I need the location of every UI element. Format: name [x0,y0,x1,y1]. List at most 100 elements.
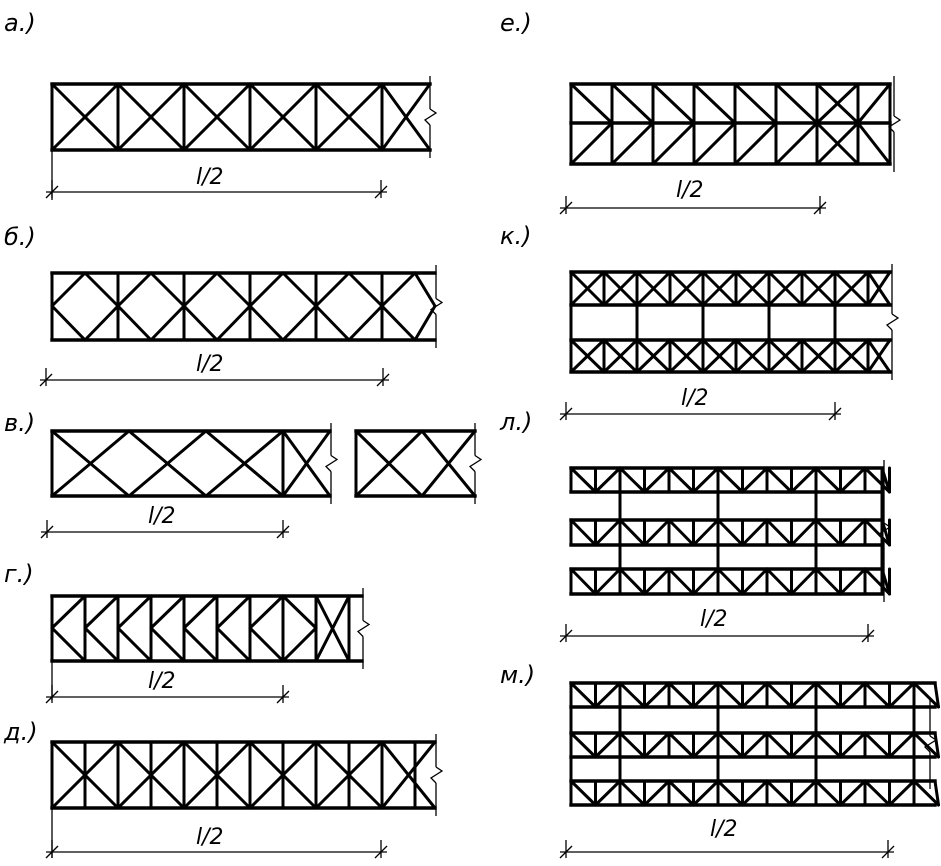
dimension-tick [276,690,290,704]
diagonal-member [912,681,940,709]
diagonal-member [248,594,285,630]
dimension-tick [861,629,875,643]
diagonal-member [569,338,606,374]
diagonal-member [866,270,892,307]
diagonal-member [569,681,597,709]
diagonal-member [692,779,720,807]
dimension-tick [559,201,573,215]
diagonal-member [215,594,252,630]
diagonal-member [701,338,738,374]
truss-diagram-a [45,76,438,200]
dimension-tick [828,407,842,421]
diagonal-member [182,82,252,152]
diagonal-member [716,518,744,547]
diagonal-member [765,779,793,807]
diagonal-member [643,731,671,759]
break-line [429,766,444,784]
diagonal-member [569,466,597,494]
diagonal-member [50,594,87,630]
dim-text-v: l/2 [148,504,176,529]
diagonal-member [863,681,891,709]
diagonal-member [149,594,186,630]
diagonal-member [569,779,597,807]
diagonal-member [182,271,219,308]
diagonal-member [83,271,120,308]
diagonal-member [667,779,695,807]
diagonal-member [863,731,891,759]
diagonal-member [569,567,597,596]
diagonal-member [50,429,131,498]
label-g: г.) [4,560,34,588]
diagonal-member [248,626,285,663]
diagonal-member [692,518,720,547]
diagonal-member [635,338,672,374]
diagonal-member [413,271,437,308]
diagonal-member [933,731,940,759]
diagonal-member [888,731,916,759]
diagonal-member [839,681,867,709]
diagonal-member [765,567,793,596]
diagonal-member [765,466,793,494]
diagonal-member [716,466,744,494]
diagonal-member [814,681,842,709]
diagonal-member [594,567,622,596]
diagonal-member [667,567,695,596]
truss-diagram-b [39,265,444,387]
diagonal-member [716,731,744,759]
diagonal-member [610,121,655,166]
diagonal-member [643,779,671,807]
diagonal-member [933,681,940,709]
diagonal-member [248,304,285,342]
diagonal-member [800,338,837,374]
label-b: б.) [4,223,36,251]
diagonal-member [182,304,219,342]
diagonal-member [248,82,318,152]
diagonal-member [618,466,646,494]
diagonal-member [692,82,737,125]
dim-text-a: l/2 [196,165,224,190]
dim-text-m: l/2 [710,817,738,842]
dimension-tick [559,407,573,421]
diagonal-member [380,82,432,152]
diagonal-member [314,304,351,342]
diagonal-member [248,740,318,810]
diagonal-member [380,304,417,342]
diagonal-member [767,338,804,374]
diagonal-member [215,304,252,342]
dimension-tick [376,373,390,387]
diagonal-member [643,681,671,709]
label-m: м.) [500,661,535,689]
diagonal-member [83,594,120,630]
diagonal-member [420,429,477,498]
break-line [429,297,444,315]
truss-diagram-e [559,76,902,215]
diagonal-member [618,567,646,596]
truss-diagram-g [45,588,371,704]
diagonal-member [866,338,892,374]
diagonal-member [863,466,891,494]
label-a: а.) [4,9,36,37]
truss-diagram-k [559,264,900,421]
diagonal-member [182,594,219,630]
diagonal-member [602,270,639,307]
diagonal-member [281,626,318,663]
diagonal-member [692,121,737,166]
diagonal-member [692,731,720,759]
diagonal-member [314,594,351,663]
diagonal-member [347,271,384,308]
diagonal-member [116,740,186,810]
label-l: л.) [499,408,532,436]
label-k: к.) [500,222,532,250]
diagonal-member [281,594,318,630]
break-line [423,108,438,126]
diagonal-member [668,270,705,307]
diagonal-member [149,271,186,308]
diagonal-member [281,271,318,308]
diagonal-member [116,271,153,308]
dim-text-b: l/2 [196,352,224,377]
truss-diagram-l [559,460,892,643]
diagonal-member [790,731,818,759]
diagonal-member [774,121,819,166]
diagonal-member [741,567,769,596]
diagonal-member [347,304,384,342]
